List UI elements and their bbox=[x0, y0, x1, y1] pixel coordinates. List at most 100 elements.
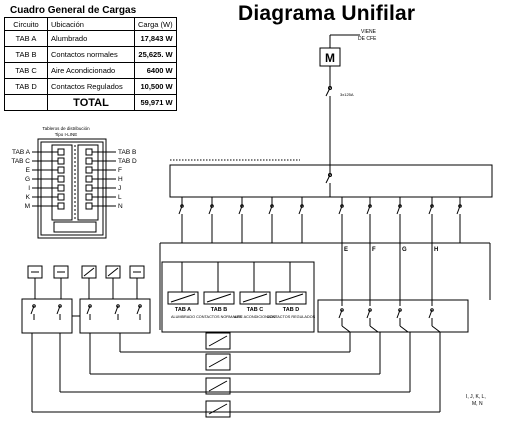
board-slot bbox=[57, 202, 65, 210]
table-row: TAB C Aire Acondicionado 6400 W bbox=[4, 62, 177, 79]
table-row: TAB A Alumbrado 17,843 W bbox=[4, 30, 177, 47]
branch-label: F bbox=[372, 247, 376, 253]
table-row: TAB D Contactos Regulados 10,500 W bbox=[4, 78, 177, 95]
regulators bbox=[205, 332, 231, 418]
main-bus bbox=[169, 159, 493, 198]
branch-breaker bbox=[208, 205, 213, 222]
tab-desc: CONTACTOS REGULADOS bbox=[267, 315, 316, 319]
board-left-label: M bbox=[25, 203, 30, 210]
right-breaker bbox=[366, 309, 371, 326]
main-breaker bbox=[325, 87, 331, 102]
board-left-bus bbox=[51, 144, 73, 221]
board-subtitle: Tipo I-LINE bbox=[55, 132, 78, 137]
board-right-label: TAB D bbox=[118, 158, 137, 165]
corner-note: I, J, K, L, bbox=[466, 394, 486, 400]
meter-symbol: M bbox=[325, 51, 335, 65]
branch-breaker bbox=[428, 205, 433, 222]
board-slot bbox=[57, 175, 65, 183]
table-total-row: TOTAL 59,971 W bbox=[4, 94, 177, 111]
board-slot bbox=[85, 166, 93, 174]
tab-desc: CONTACTOS NORMALES bbox=[196, 315, 242, 319]
left-breaker bbox=[114, 305, 119, 320]
board-slot bbox=[85, 202, 93, 210]
board-right-label: F bbox=[118, 167, 122, 174]
board-slot bbox=[85, 157, 93, 165]
board-left-label: K bbox=[26, 194, 31, 201]
regulator-box bbox=[205, 332, 231, 350]
supply-label: VIENE bbox=[361, 29, 377, 35]
distribution-board: Tableros de distribución Tipo I-LINE TAB… bbox=[11, 126, 137, 239]
tab-panels: TAB A ALUMBRADO TAB B CONTACTOS NORMALES TAB… bbox=[167, 262, 316, 319]
tab-desc: ALUMBRADO bbox=[171, 315, 195, 319]
board-slot bbox=[57, 148, 65, 156]
left-breaker bbox=[56, 305, 61, 320]
regulator-box bbox=[205, 377, 231, 395]
left-breaker bbox=[86, 305, 91, 320]
tab-name: TAB B bbox=[211, 307, 227, 313]
page-title: Diagrama Unifilar bbox=[238, 2, 416, 25]
left-breaker bbox=[30, 305, 35, 320]
right-group-box bbox=[317, 299, 469, 333]
total-value: 59,971 W bbox=[134, 94, 177, 111]
branch-label: E bbox=[344, 247, 348, 253]
tab-box bbox=[239, 291, 271, 305]
branch-breaker bbox=[338, 205, 343, 222]
tab-name: TAB A bbox=[175, 307, 191, 313]
board-slot bbox=[85, 184, 93, 192]
right-breaker bbox=[428, 309, 433, 326]
corner-note-2: M, N bbox=[472, 401, 483, 407]
branch-breakers bbox=[178, 197, 462, 243]
main-breaker-label: 3x125A bbox=[340, 92, 354, 97]
return-lines bbox=[31, 332, 441, 413]
tab-box bbox=[275, 291, 307, 305]
branch-breaker bbox=[238, 205, 243, 222]
branch-breaker bbox=[396, 205, 401, 222]
board-right-label: TAB B bbox=[118, 149, 136, 156]
tab-enclosure bbox=[161, 261, 315, 333]
regulator-box bbox=[205, 400, 231, 418]
tab-name: TAB D bbox=[283, 307, 299, 313]
secondary-breaker bbox=[325, 174, 331, 190]
branch-breaker bbox=[366, 205, 371, 222]
tab-name: TAB C bbox=[247, 307, 263, 313]
board-slot bbox=[57, 193, 65, 201]
board-left-label: E bbox=[26, 167, 31, 174]
branch-breaker bbox=[178, 205, 183, 222]
board-slot bbox=[85, 148, 93, 156]
board-right-label: L bbox=[118, 194, 122, 201]
right-breaker bbox=[338, 309, 343, 326]
left-group-box bbox=[21, 298, 73, 334]
right-group bbox=[317, 299, 469, 333]
board-left-label: G bbox=[25, 176, 30, 183]
total-label: TOTAL bbox=[47, 94, 135, 111]
branch-breaker bbox=[298, 205, 303, 222]
tab-box bbox=[203, 291, 235, 305]
tab-box bbox=[167, 291, 199, 305]
left-group bbox=[21, 298, 151, 334]
supply-label-2: DE CFE bbox=[358, 36, 377, 42]
board-slot bbox=[57, 184, 65, 192]
branch-breaker bbox=[268, 205, 273, 222]
board-slot bbox=[85, 175, 93, 183]
regulator-box bbox=[205, 353, 231, 371]
board-left-label: I bbox=[28, 185, 30, 192]
board-right-label: J bbox=[118, 185, 121, 192]
branch-label: H bbox=[434, 247, 438, 253]
branch-labels: E F G H bbox=[344, 247, 438, 253]
left-breaker bbox=[136, 305, 141, 320]
board-right-label: H bbox=[118, 176, 123, 183]
right-breaker bbox=[396, 309, 401, 326]
board-slot bbox=[57, 166, 65, 174]
board-slot bbox=[57, 157, 65, 165]
board-left-label: TAB C bbox=[11, 158, 30, 165]
board-slot bbox=[85, 193, 93, 201]
board-title: Tableros de distribución bbox=[42, 126, 90, 131]
branch-breaker bbox=[456, 205, 461, 222]
branch-label: G bbox=[402, 247, 407, 253]
board-right-bus bbox=[77, 144, 99, 221]
feeders bbox=[159, 242, 491, 333]
load-table-caption: Cuadro General de Cargas bbox=[10, 5, 137, 16]
bus-enclosure bbox=[169, 164, 493, 198]
tab-desc: AIRE ACONDICIONADO bbox=[234, 315, 276, 319]
